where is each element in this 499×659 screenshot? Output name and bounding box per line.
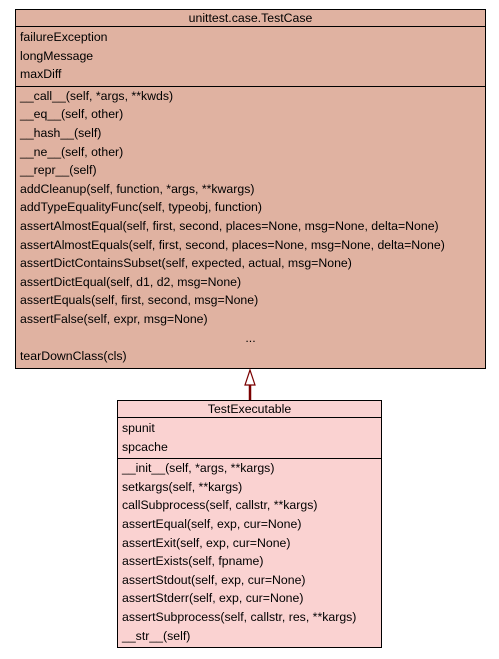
method: __eq__(self, other) xyxy=(20,107,124,122)
method: assertSubprocess(self, callstr, res, **k… xyxy=(122,609,357,624)
method: __repr__(self) xyxy=(20,163,97,178)
attributes-section: failureException longMessage maxDiff xyxy=(16,27,485,87)
method: addTypeEqualityFunc(self, typeobj, funct… xyxy=(20,200,262,215)
method: __str__(self) xyxy=(122,628,191,643)
method: assertDictEqual(self, d1, d2, msg=None) xyxy=(20,274,242,289)
method: assertEquals(self, first, second, msg=No… xyxy=(20,293,259,308)
method: assertAlmostEquals(self, first, second, … xyxy=(20,237,445,252)
attribute: maxDiff xyxy=(20,67,62,82)
attribute: spcache xyxy=(122,439,168,454)
attribute: spunit xyxy=(122,421,155,435)
method: assertExists(self, fpname) xyxy=(122,554,264,569)
method: __hash__(self) xyxy=(20,125,102,140)
class-box-testcase: unittest.case.TestCase failureException … xyxy=(15,9,486,369)
method: setkargs(self, **kargs) xyxy=(122,479,243,494)
attribute: failureException xyxy=(20,30,108,44)
method: __init__(self, *args, **kargs) xyxy=(122,461,275,476)
method: assertExit(self, exp, cur=None) xyxy=(122,535,291,550)
class-box-testexecutable: TestExecutable spunit spcache __init__(s… xyxy=(117,400,382,649)
method: callSubprocess(self, callstr, **kargs) xyxy=(122,498,318,513)
method-ellipsis: ... xyxy=(245,330,256,345)
class-name: unittest.case.TestCase xyxy=(16,10,485,27)
attribute: longMessage xyxy=(20,48,94,63)
class-name: TestExecutable xyxy=(118,401,381,418)
methods-section: __init__(self, *args, **kargs) setkargs(… xyxy=(118,459,381,647)
methods-section: __call__(self, *args, **kwds) __eq__(sel… xyxy=(16,87,485,368)
method: assertEqual(self, exp, cur=None) xyxy=(122,516,302,531)
inheritance-arrowhead xyxy=(244,368,256,386)
method: addCleanup(self, function, *args, **kwar… xyxy=(20,181,255,196)
method: assertStdout(self, exp, cur=None) xyxy=(122,572,306,587)
method: tearDownClass(cls) xyxy=(20,349,127,364)
method: assertDictContainsSubset(self, expected,… xyxy=(20,256,352,271)
method: assertStderr(self, exp, cur=None) xyxy=(122,591,304,606)
method: __call__(self, *args, **kwds) xyxy=(20,88,174,103)
method: assertAlmostEqual(self, first, second, p… xyxy=(20,218,439,233)
method: assertFalse(self, expr, msg=None) xyxy=(20,311,208,326)
attributes-section: spunit spcache xyxy=(118,418,381,460)
method: __ne__(self, other) xyxy=(20,144,124,159)
